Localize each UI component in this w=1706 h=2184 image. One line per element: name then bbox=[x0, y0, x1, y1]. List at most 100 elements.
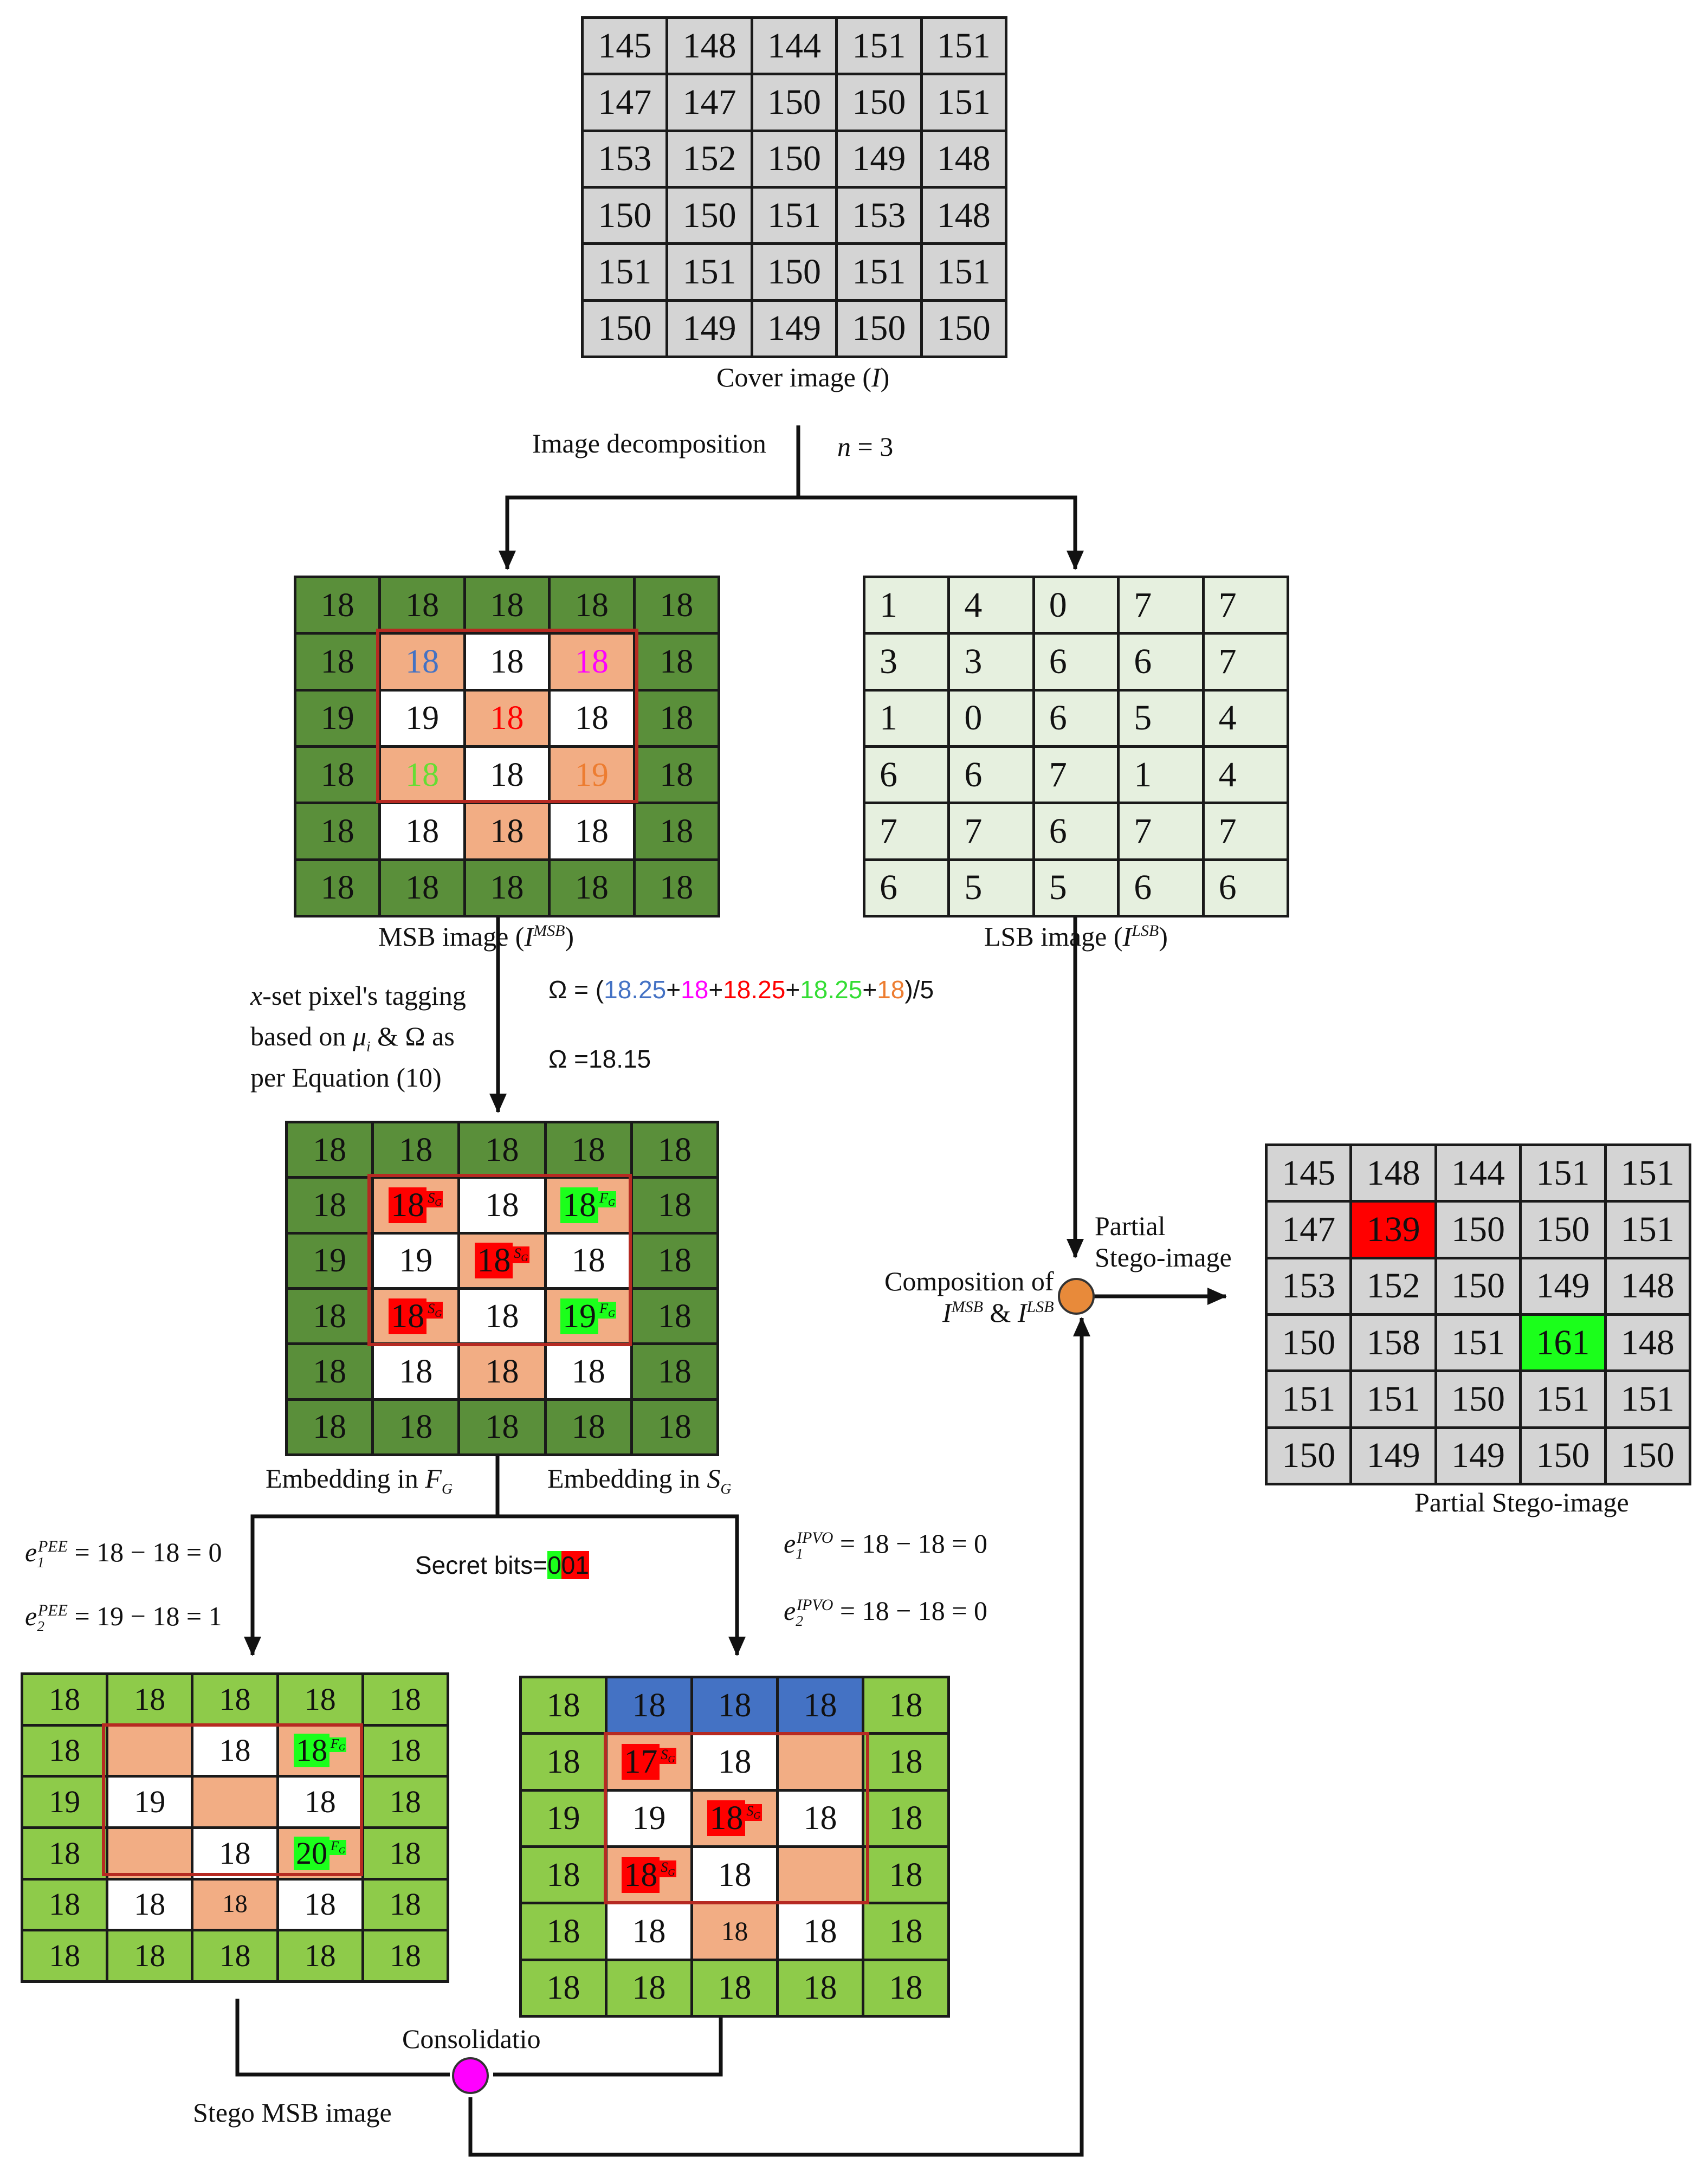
lsb-cell-value: 1 bbox=[880, 585, 897, 625]
fg-cell-value: 18 bbox=[49, 1681, 81, 1717]
sg-cell-value: 18 bbox=[889, 1969, 923, 2007]
cover-cell: 150 bbox=[581, 299, 669, 358]
msb-cell: 19 bbox=[548, 745, 636, 805]
sg-cell: 18 bbox=[862, 1676, 950, 1735]
cover-cell: 151 bbox=[920, 242, 1007, 302]
cover-cell-value: 149 bbox=[852, 139, 906, 179]
sg-cell-value: 17 bbox=[622, 1743, 660, 1780]
cover-cell-value: 147 bbox=[598, 82, 652, 122]
msb-cell-value: 18 bbox=[490, 812, 524, 850]
sg-cell: 18 bbox=[690, 1732, 779, 1792]
stego-cell-value: 150 bbox=[1536, 1436, 1590, 1476]
msb-cell-value: 18 bbox=[490, 756, 524, 793]
stego-cell: 150 bbox=[1604, 1426, 1691, 1485]
cover-cell: 145 bbox=[581, 16, 669, 76]
msb-cell-value: 18 bbox=[405, 643, 440, 680]
sg-cell-value: 18 bbox=[803, 1687, 837, 1724]
stego-cell-value: 149 bbox=[1366, 1436, 1420, 1476]
fg-cell-value: 18 bbox=[134, 1681, 166, 1717]
msb-cell-value: 18 bbox=[574, 643, 609, 680]
fg-cell: 18 bbox=[276, 1929, 364, 1983]
msb-cell: 18 bbox=[463, 688, 551, 748]
cover-cell-value: 150 bbox=[767, 139, 821, 179]
stego-cell: 148 bbox=[1604, 1313, 1691, 1373]
tagged-cell-value: 18 bbox=[657, 1242, 692, 1280]
decomposition-branch-left bbox=[499, 495, 798, 570]
lsb-cell: 7 bbox=[1201, 802, 1289, 861]
lsb-cell-value: 3 bbox=[880, 641, 897, 681]
stego-cell-value: 150 bbox=[1282, 1436, 1336, 1476]
msb-cell: 18 bbox=[294, 745, 382, 805]
fg-cell-value: 18 bbox=[304, 1886, 336, 1922]
sg-cell-value: 18 bbox=[632, 1969, 666, 2007]
sg-cell: 18 bbox=[776, 1676, 864, 1735]
lsb-cell-value: 6 bbox=[1049, 698, 1067, 738]
cover-cell-value: 151 bbox=[852, 251, 906, 292]
msb-cell: 18 bbox=[294, 576, 382, 635]
lsb-cell: 3 bbox=[863, 632, 951, 692]
fg-cell: 18 bbox=[21, 1826, 109, 1881]
consolidation-node bbox=[452, 2057, 489, 2094]
tagged-cell-value: 18 bbox=[657, 1353, 692, 1390]
fg-cell-value: 18 bbox=[49, 1835, 81, 1871]
msb-cell-value: 18 bbox=[574, 586, 609, 624]
lsb-cell-value: 5 bbox=[1134, 698, 1152, 738]
msb-cell: 18 bbox=[632, 745, 720, 805]
split-to-sg-arrow bbox=[497, 1514, 746, 1656]
stego-cell-value: 150 bbox=[1620, 1436, 1675, 1476]
consolidation-label: Consolidatio bbox=[402, 2024, 541, 2054]
lsb-cell: 6 bbox=[1032, 802, 1120, 861]
msb-cell-value: 18 bbox=[490, 643, 524, 680]
cover-cell: 148 bbox=[920, 186, 1007, 245]
fg-cell: 18 bbox=[361, 1826, 449, 1881]
tagged-cell: 18 bbox=[630, 1342, 719, 1401]
stego-cell: 151 bbox=[1604, 1369, 1691, 1429]
msb-cell: 18 bbox=[463, 802, 551, 861]
msb-cell: 18 bbox=[294, 858, 382, 917]
msb-image-caption: MSB image (IMSB) bbox=[378, 921, 574, 952]
tagged-cell-value: 18 bbox=[485, 1297, 519, 1335]
tagged-cell: 18 bbox=[544, 1231, 633, 1290]
fg-cell: 18 bbox=[21, 1723, 109, 1778]
fg-cell: 18 bbox=[361, 1672, 449, 1727]
cover-cell: 150 bbox=[920, 299, 1007, 358]
msb-cell: 18 bbox=[632, 802, 720, 861]
fg-cell: 18 bbox=[191, 1929, 279, 1983]
tagged-cell: 18 bbox=[544, 1398, 633, 1456]
msb-cell-value: 18 bbox=[660, 756, 694, 793]
fg-cell: 18 bbox=[361, 1929, 449, 1983]
stego-cell-value: 161 bbox=[1536, 1322, 1590, 1362]
tagged-cell-value: 18 bbox=[560, 1187, 599, 1223]
tagged-cell-value: 18 bbox=[657, 1297, 692, 1335]
cover-cell-value: 148 bbox=[682, 25, 736, 66]
tagged-cell-tag: FG bbox=[598, 1190, 617, 1208]
fg-cell bbox=[106, 1826, 194, 1881]
sg-cell: 18 bbox=[862, 1788, 950, 1848]
sg-cell: 18 bbox=[519, 1845, 608, 1905]
fg-cell-value: 18 bbox=[304, 1681, 336, 1717]
stego-cell: 151 bbox=[1434, 1313, 1522, 1373]
cover-cell: 152 bbox=[665, 129, 753, 189]
sg-cell: 18 bbox=[519, 1676, 608, 1735]
cover-cell: 150 bbox=[750, 129, 838, 189]
tagged-cell-value: 18 bbox=[313, 1131, 347, 1168]
fg-cell bbox=[191, 1775, 279, 1829]
msb-cell: 18 bbox=[632, 632, 720, 692]
lsb-cell: 6 bbox=[863, 745, 951, 805]
tagged-cell: 18 bbox=[544, 1342, 633, 1401]
stego-cell-value: 150 bbox=[1451, 1209, 1505, 1249]
tagged-cell: 19 bbox=[371, 1231, 461, 1290]
cover-cell: 151 bbox=[581, 242, 669, 302]
stego-cell: 158 bbox=[1349, 1313, 1437, 1373]
cover-cell-value: 150 bbox=[852, 82, 906, 122]
pee-error-1: e1PEE = 18 − 18 = 0 bbox=[25, 1537, 222, 1571]
fg-to-consolidation-line bbox=[235, 1999, 450, 2077]
msb-cell-value: 18 bbox=[490, 586, 524, 624]
sg-cell: 18 bbox=[862, 1732, 950, 1792]
sg-cell-value: 19 bbox=[632, 1800, 666, 1837]
cover-cell: 153 bbox=[581, 129, 669, 189]
msb-cell: 18 bbox=[463, 576, 551, 635]
